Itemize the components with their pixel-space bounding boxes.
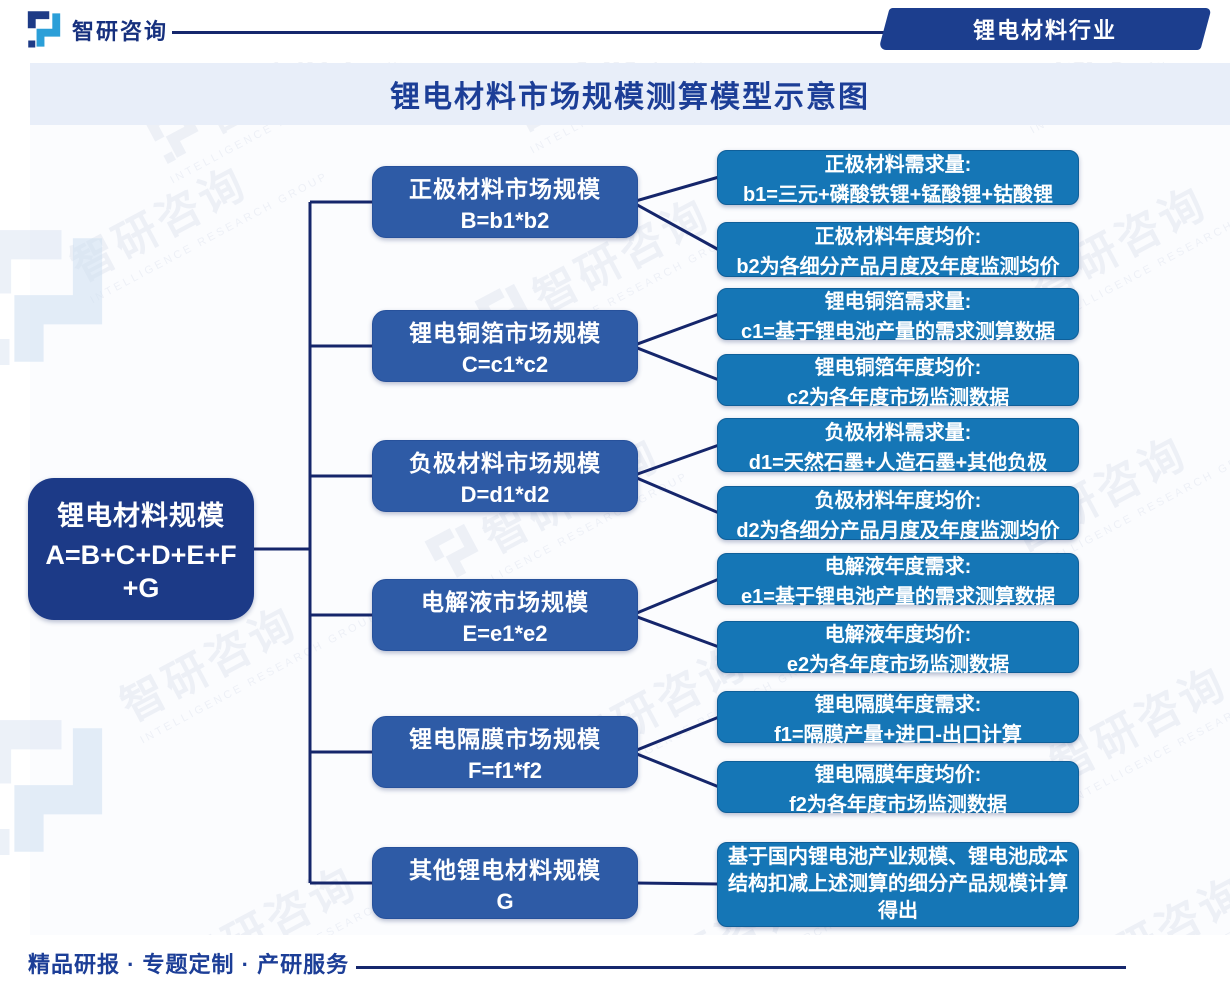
leaf-electrolyte-price: 电解液年度均价: e2为各年度市场监测数据 (717, 621, 1079, 676)
node-copper-foil-market: 锂电铜箔市场规模 C=c1*c2 (372, 310, 638, 382)
node-separator-market: 锂电隔膜市场规模 F=f1*f2 (372, 716, 638, 788)
leaf-detail: c1=基于锂电池产量的需求测算数据 (741, 320, 1055, 343)
leaf-cathode-demand: 正极材料需求量: b1=三元+磷酸铁锂+锰酸锂+钴酸锂 (717, 150, 1079, 206)
node-formula: G (496, 889, 514, 914)
leaf-title: 电解液年度需求: (824, 555, 972, 578)
leaf-title: 负极材料需求量: (824, 421, 972, 444)
leaf-detail: 基于国内锂电池产业规模、锂电池成本结构扣减上述测算的细分产品规模计算得出 (728, 846, 1068, 922)
leaf-title: 电解液年度均价: (824, 623, 972, 646)
leaf-anode-price: 负极材料年度均价: d2为各细分产品月度及年度监测均价 (717, 486, 1079, 542)
leaf-detail: b1=三元+磷酸铁锂+锰酸锂+钴酸锂 (742, 184, 1054, 206)
leaf-detail: e2为各年度市场监测数据 (786, 653, 1010, 676)
leaf-detail: b2为各细分产品月度及年度监测均价 (736, 256, 1060, 278)
node-other-materials: 其他锂电材料规模 G (372, 847, 638, 919)
node-formula: D=d1*d2 (460, 482, 550, 507)
node-formula: F=f1*f2 (468, 758, 542, 783)
root-node-title: 锂电材料规模 (57, 501, 225, 532)
leaf-other-materials-method: 基于国内锂电池产业规模、锂电池成本结构扣减上述测算的细分产品规模计算得出 (717, 842, 1079, 927)
leaf-separator-demand: 锂电隔膜年度需求: f1=隔膜产量+进口-出口计算 (717, 691, 1079, 746)
node-formula: E=e1*e2 (462, 621, 548, 646)
page-title: 锂电材料市场规模测算模型示意图 (390, 81, 870, 114)
leaf-detail: f2为各年度市场监测数据 (789, 793, 1007, 816)
logo-text: 智研咨询 (72, 19, 169, 44)
leaf-detail: f1=隔膜产量+进口-出口计算 (774, 723, 1022, 746)
node-title: 正极材料市场规模 (409, 176, 601, 202)
root-node-formula: A=B+C+D+E+F+G (45, 540, 237, 603)
industry-banner-label: 锂电材料行业 (972, 18, 1117, 43)
node-title: 锂电隔膜市场规模 (409, 726, 601, 752)
logo-icon (27, 11, 61, 48)
node-formula: C=c1*c2 (461, 352, 549, 377)
node-title: 锂电铜箔市场规模 (409, 320, 601, 346)
leaf-separator-price: 锂电隔膜年度均价: f2为各年度市场监测数据 (717, 761, 1079, 816)
industry-banner: 锂电材料行业 (878, 8, 1212, 50)
node-title: 负极材料市场规模 (409, 450, 601, 476)
node-cathode-market: 正极材料市场规模 B=b1*b2 (372, 166, 638, 238)
node-title: 电解液市场规模 (421, 589, 589, 615)
footer: 精品研报 · 专题定制 · 产研服务 (0, 935, 1230, 988)
leaf-anode-demand: 负极材料需求量: d1=天然石墨+人造石墨+其他负极 (717, 418, 1079, 474)
footer-slogan: 精品研报 · 专题定制 · 产研服务 (28, 952, 350, 977)
leaf-copper-foil-price: 锂电铜箔年度均价: c2为各年度市场监测数据 (717, 354, 1079, 409)
node-electrolyte-market: 电解液市场规模 E=e1*e2 (372, 579, 638, 651)
header: 智研咨询 锂电材料行业 (0, 0, 1230, 62)
leaf-detail: d2为各细分产品月度及年度监测均价 (736, 519, 1060, 542)
leaf-cathode-price: 正极材料年度均价: b2为各细分产品月度及年度监测均价 (717, 222, 1079, 278)
title-band: 锂电材料市场规模测算模型示意图 (30, 63, 1230, 125)
leaf-detail: c2为各年度市场监测数据 (786, 386, 1010, 409)
header-divider-line (172, 31, 900, 34)
leaf-detail: d1=天然石墨+人造石墨+其他负极 (748, 451, 1048, 474)
node-anode-market: 负极材料市场规模 D=d1*d2 (372, 440, 638, 512)
node-formula: B=b1*b2 (460, 208, 550, 233)
root-node-total-scale: 锂电材料规模 A=B+C+D+E+F+G (28, 478, 254, 620)
leaf-copper-foil-demand: 锂电铜箔需求量: c1=基于锂电池产量的需求测算数据 (717, 288, 1079, 343)
footer-divider-line (356, 966, 1126, 969)
leaf-title: 正极材料需求量: (824, 154, 972, 176)
node-title: 其他锂电材料规模 (409, 857, 601, 883)
leaf-title: 正极材料年度均价: (814, 226, 982, 248)
leaf-title: 锂电铜箔需求量: (824, 290, 972, 313)
leaf-detail: e1=基于锂电池产量的需求测算数据 (741, 585, 1055, 608)
leaf-title: 锂电隔膜年度需求: (814, 693, 982, 716)
logo: 智研咨询 (26, 9, 168, 51)
leaf-title: 锂电隔膜年度均价: (814, 763, 982, 786)
leaf-title: 负极材料年度均价: (814, 489, 982, 512)
leaf-electrolyte-demand: 电解液年度需求: e1=基于锂电池产量的需求测算数据 (717, 553, 1079, 608)
leaf-title: 锂电铜箔年度均价: (814, 356, 982, 379)
